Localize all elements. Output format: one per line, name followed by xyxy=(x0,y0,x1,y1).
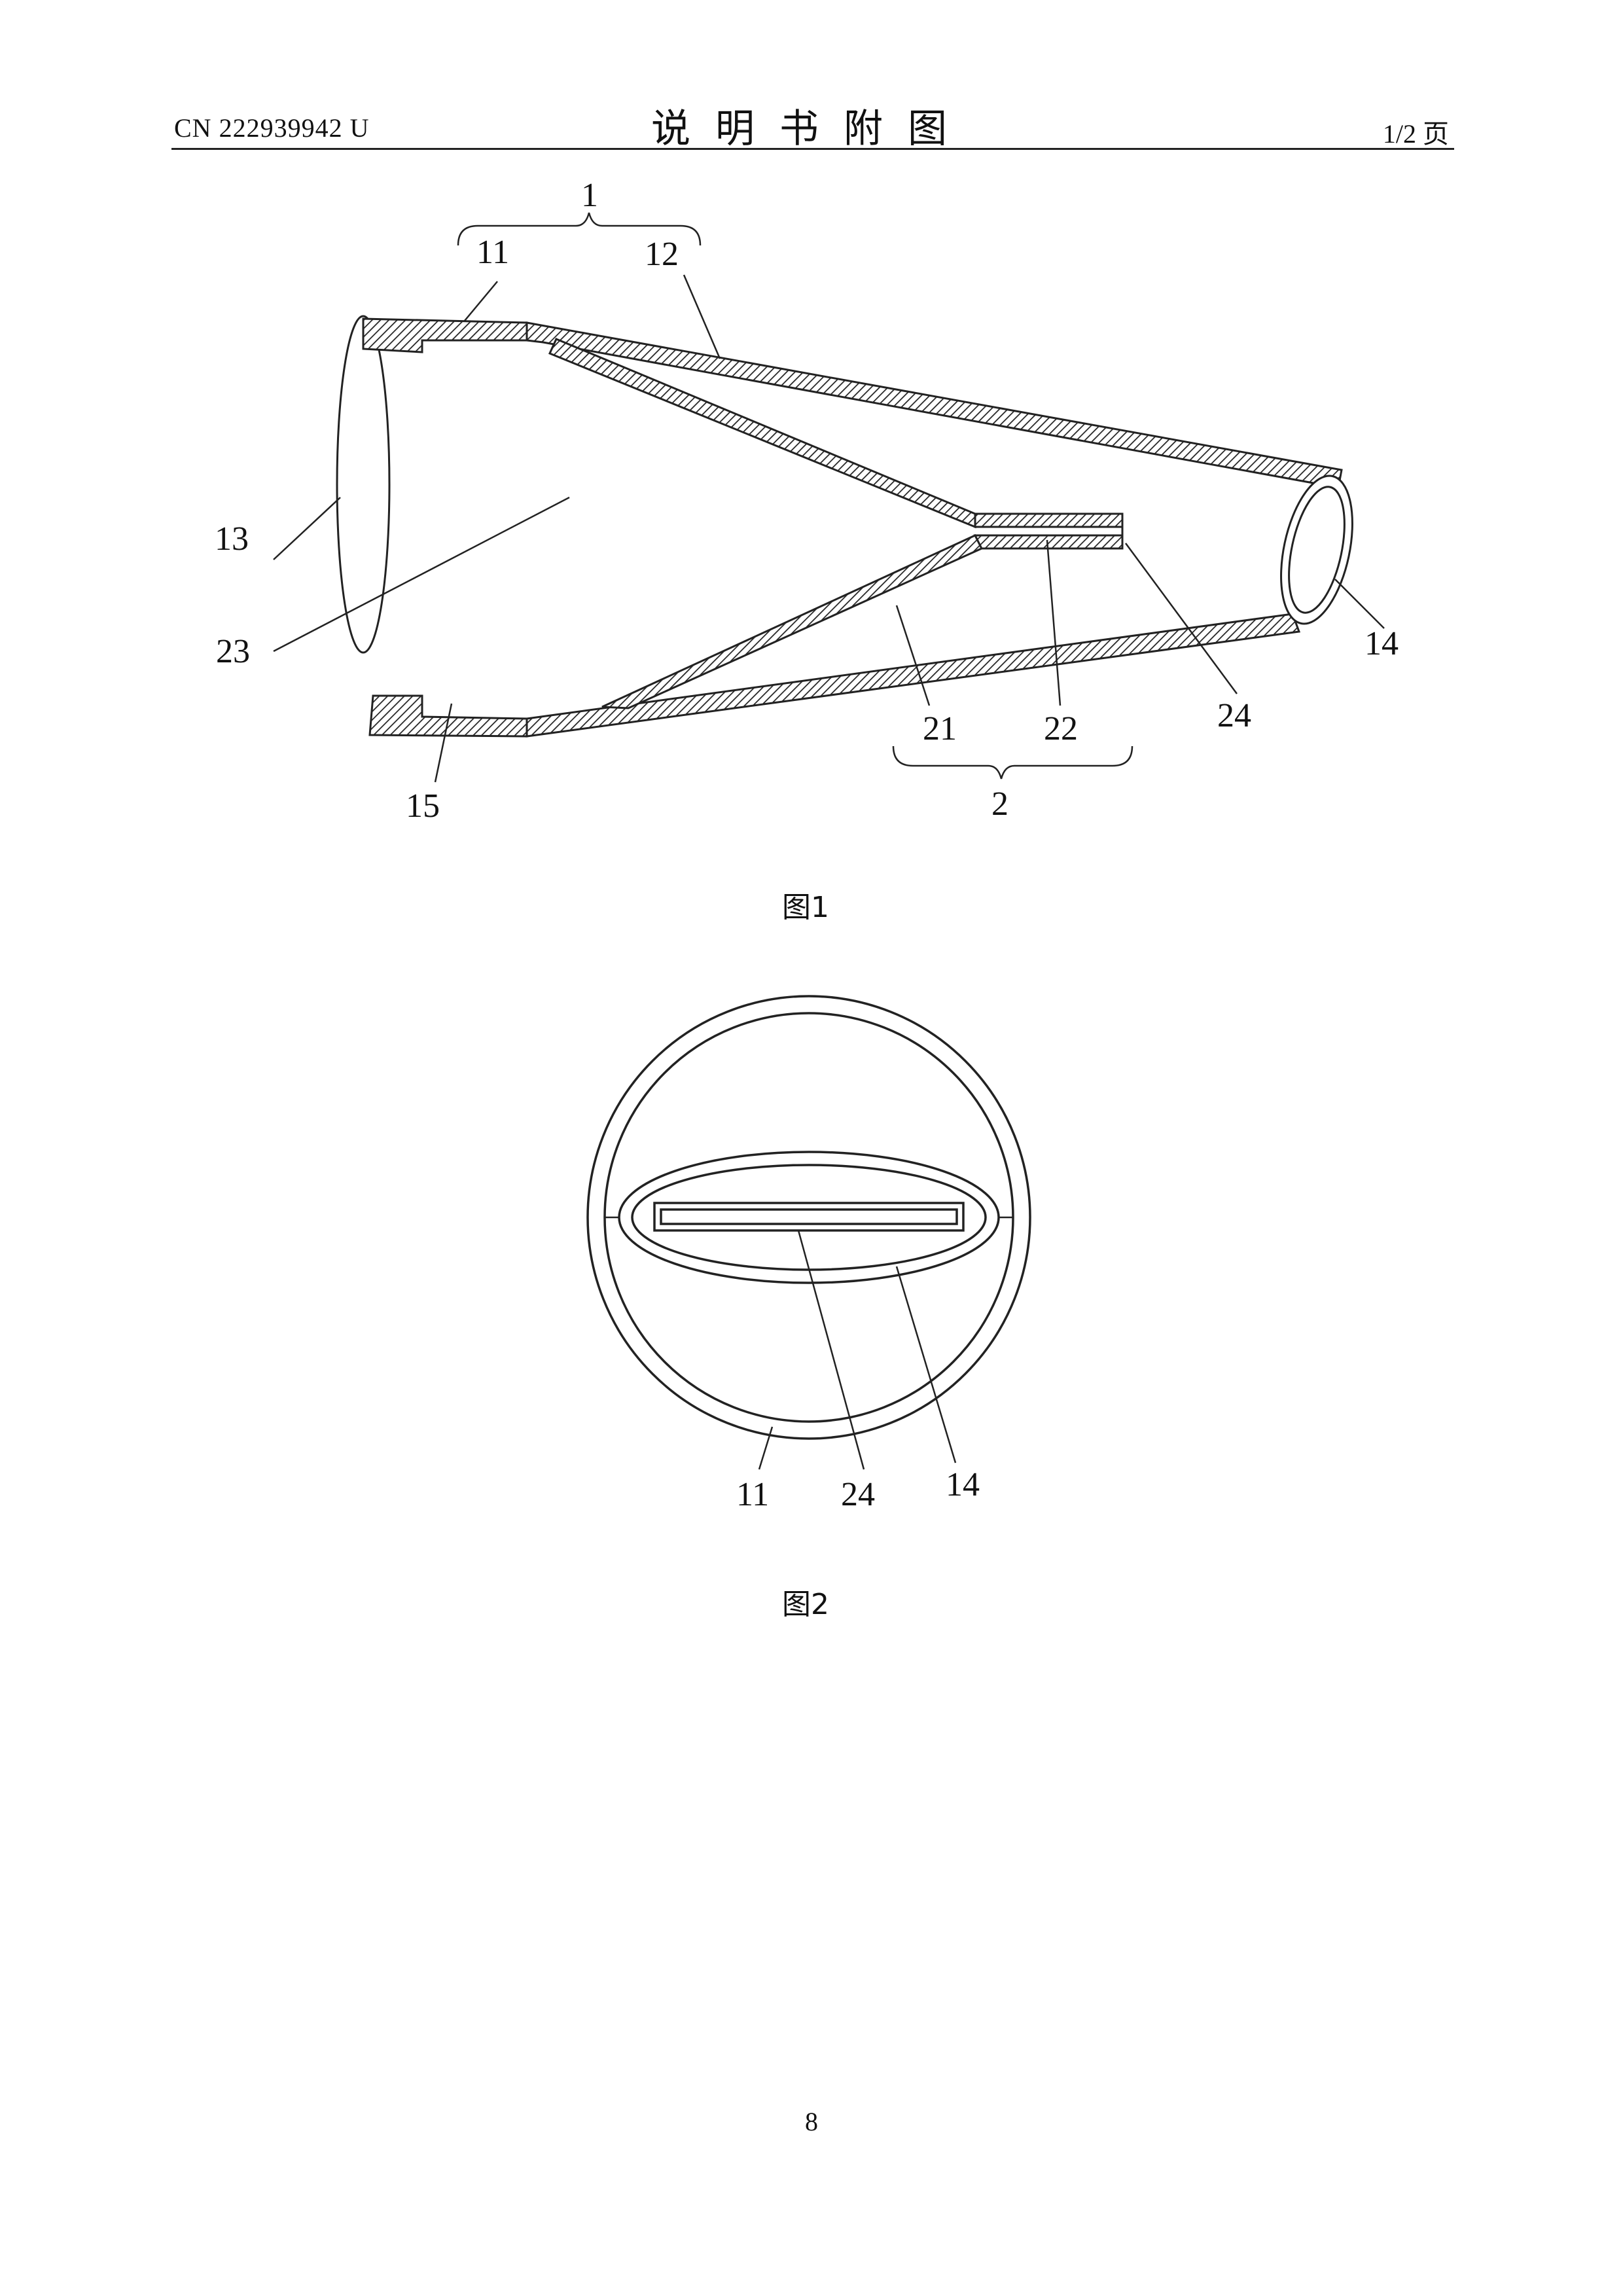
figure-2-drawing xyxy=(588,996,1030,1469)
label-1: 1 xyxy=(581,177,598,214)
nozzle-22-bottom xyxy=(975,535,1122,548)
label-15: 15 xyxy=(406,787,440,825)
figure-2-caption: 图2 xyxy=(782,1581,829,1623)
page-number: 8 xyxy=(0,2106,1623,2137)
label-14: 14 xyxy=(1364,625,1399,662)
fig2-label-11: 11 xyxy=(736,1476,769,1513)
bottom-wall-12 xyxy=(527,614,1299,736)
brace-2 xyxy=(893,746,1132,779)
label-23: 23 xyxy=(216,633,250,670)
inlet-ellipse xyxy=(337,316,389,653)
slot-24-outer xyxy=(654,1203,963,1230)
label-2: 2 xyxy=(991,785,1008,823)
label-22: 22 xyxy=(1044,710,1078,747)
fig2-label-24: 24 xyxy=(841,1476,875,1513)
label-13: 13 xyxy=(215,520,249,558)
top-wall-11 xyxy=(363,319,527,352)
top-wall-12 xyxy=(527,323,1342,488)
figure-1-caption: 图1 xyxy=(782,884,829,925)
label-24: 24 xyxy=(1217,697,1251,734)
label-12: 12 xyxy=(645,236,679,273)
nozzle-22-top xyxy=(975,514,1122,527)
fig2-label-14: 14 xyxy=(946,1466,980,1503)
label-21: 21 xyxy=(923,710,957,747)
label-11: 11 xyxy=(476,234,509,271)
